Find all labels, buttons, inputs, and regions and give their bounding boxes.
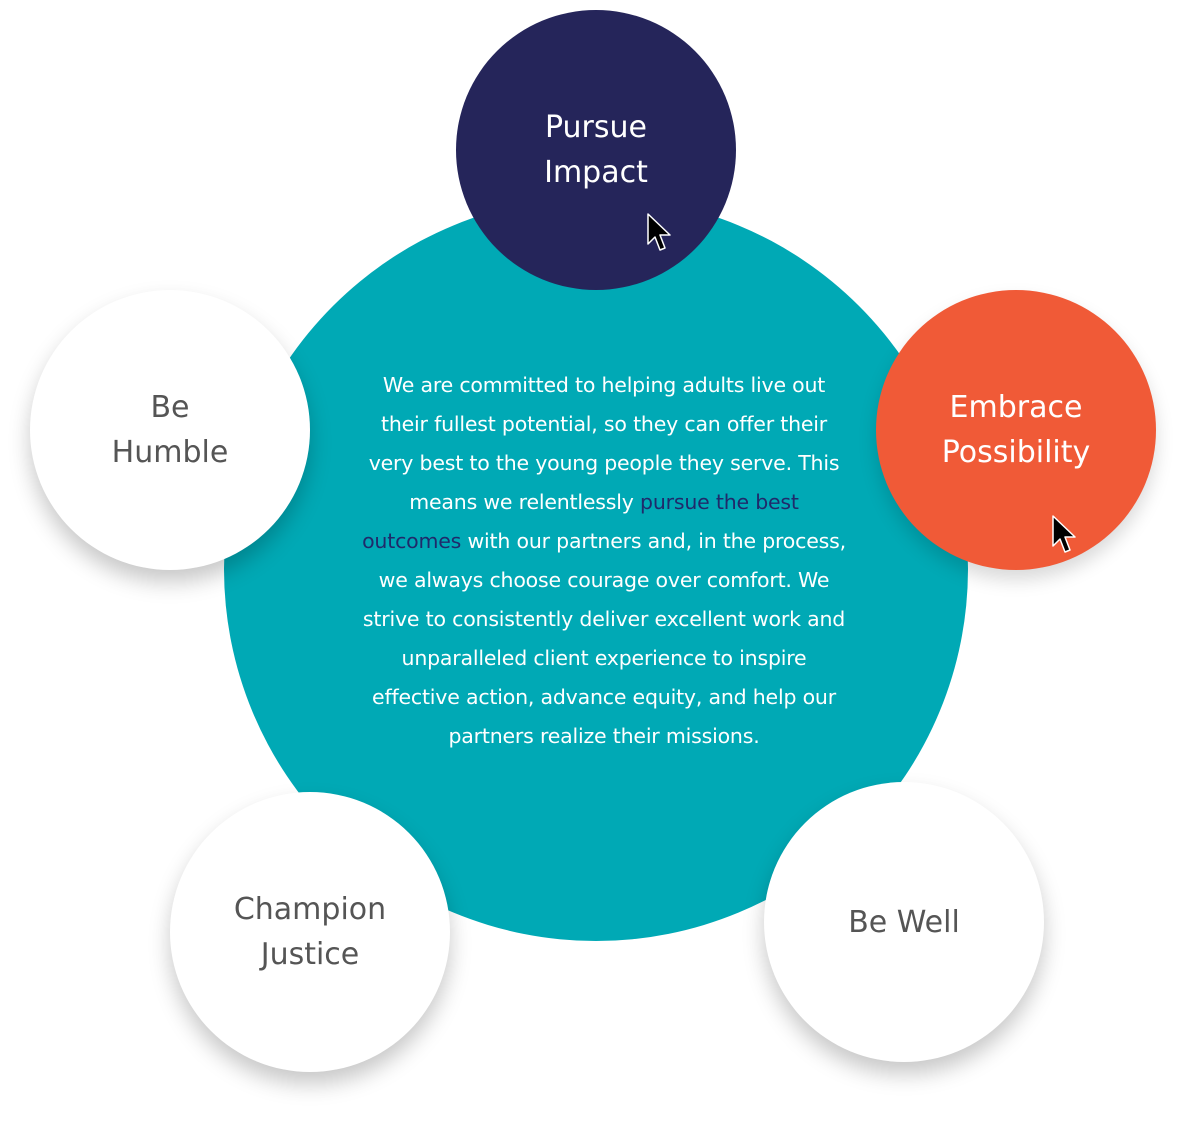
value-be-humble[interactable]: Be Humble — [30, 290, 310, 570]
mouse-pointer-icon — [1052, 515, 1076, 553]
value-pursue-impact[interactable]: Pursue Impact — [456, 10, 736, 290]
mission-text-end: with our partners and, in the process, w… — [362, 529, 846, 748]
mouse-pointer-icon — [647, 213, 671, 251]
mission-text-start: We are committed to helping adults live … — [368, 373, 840, 514]
value-champion-justice[interactable]: Champion Justice — [170, 792, 450, 1072]
mission-text-highlight: pursue the best outcomes — [362, 490, 799, 553]
value-be-well[interactable]: Be Well — [764, 782, 1044, 1062]
value-embrace-possibility[interactable]: Embrace Possibility — [876, 290, 1156, 570]
mission-statement: We are committed to helping adults live … — [362, 366, 846, 756]
